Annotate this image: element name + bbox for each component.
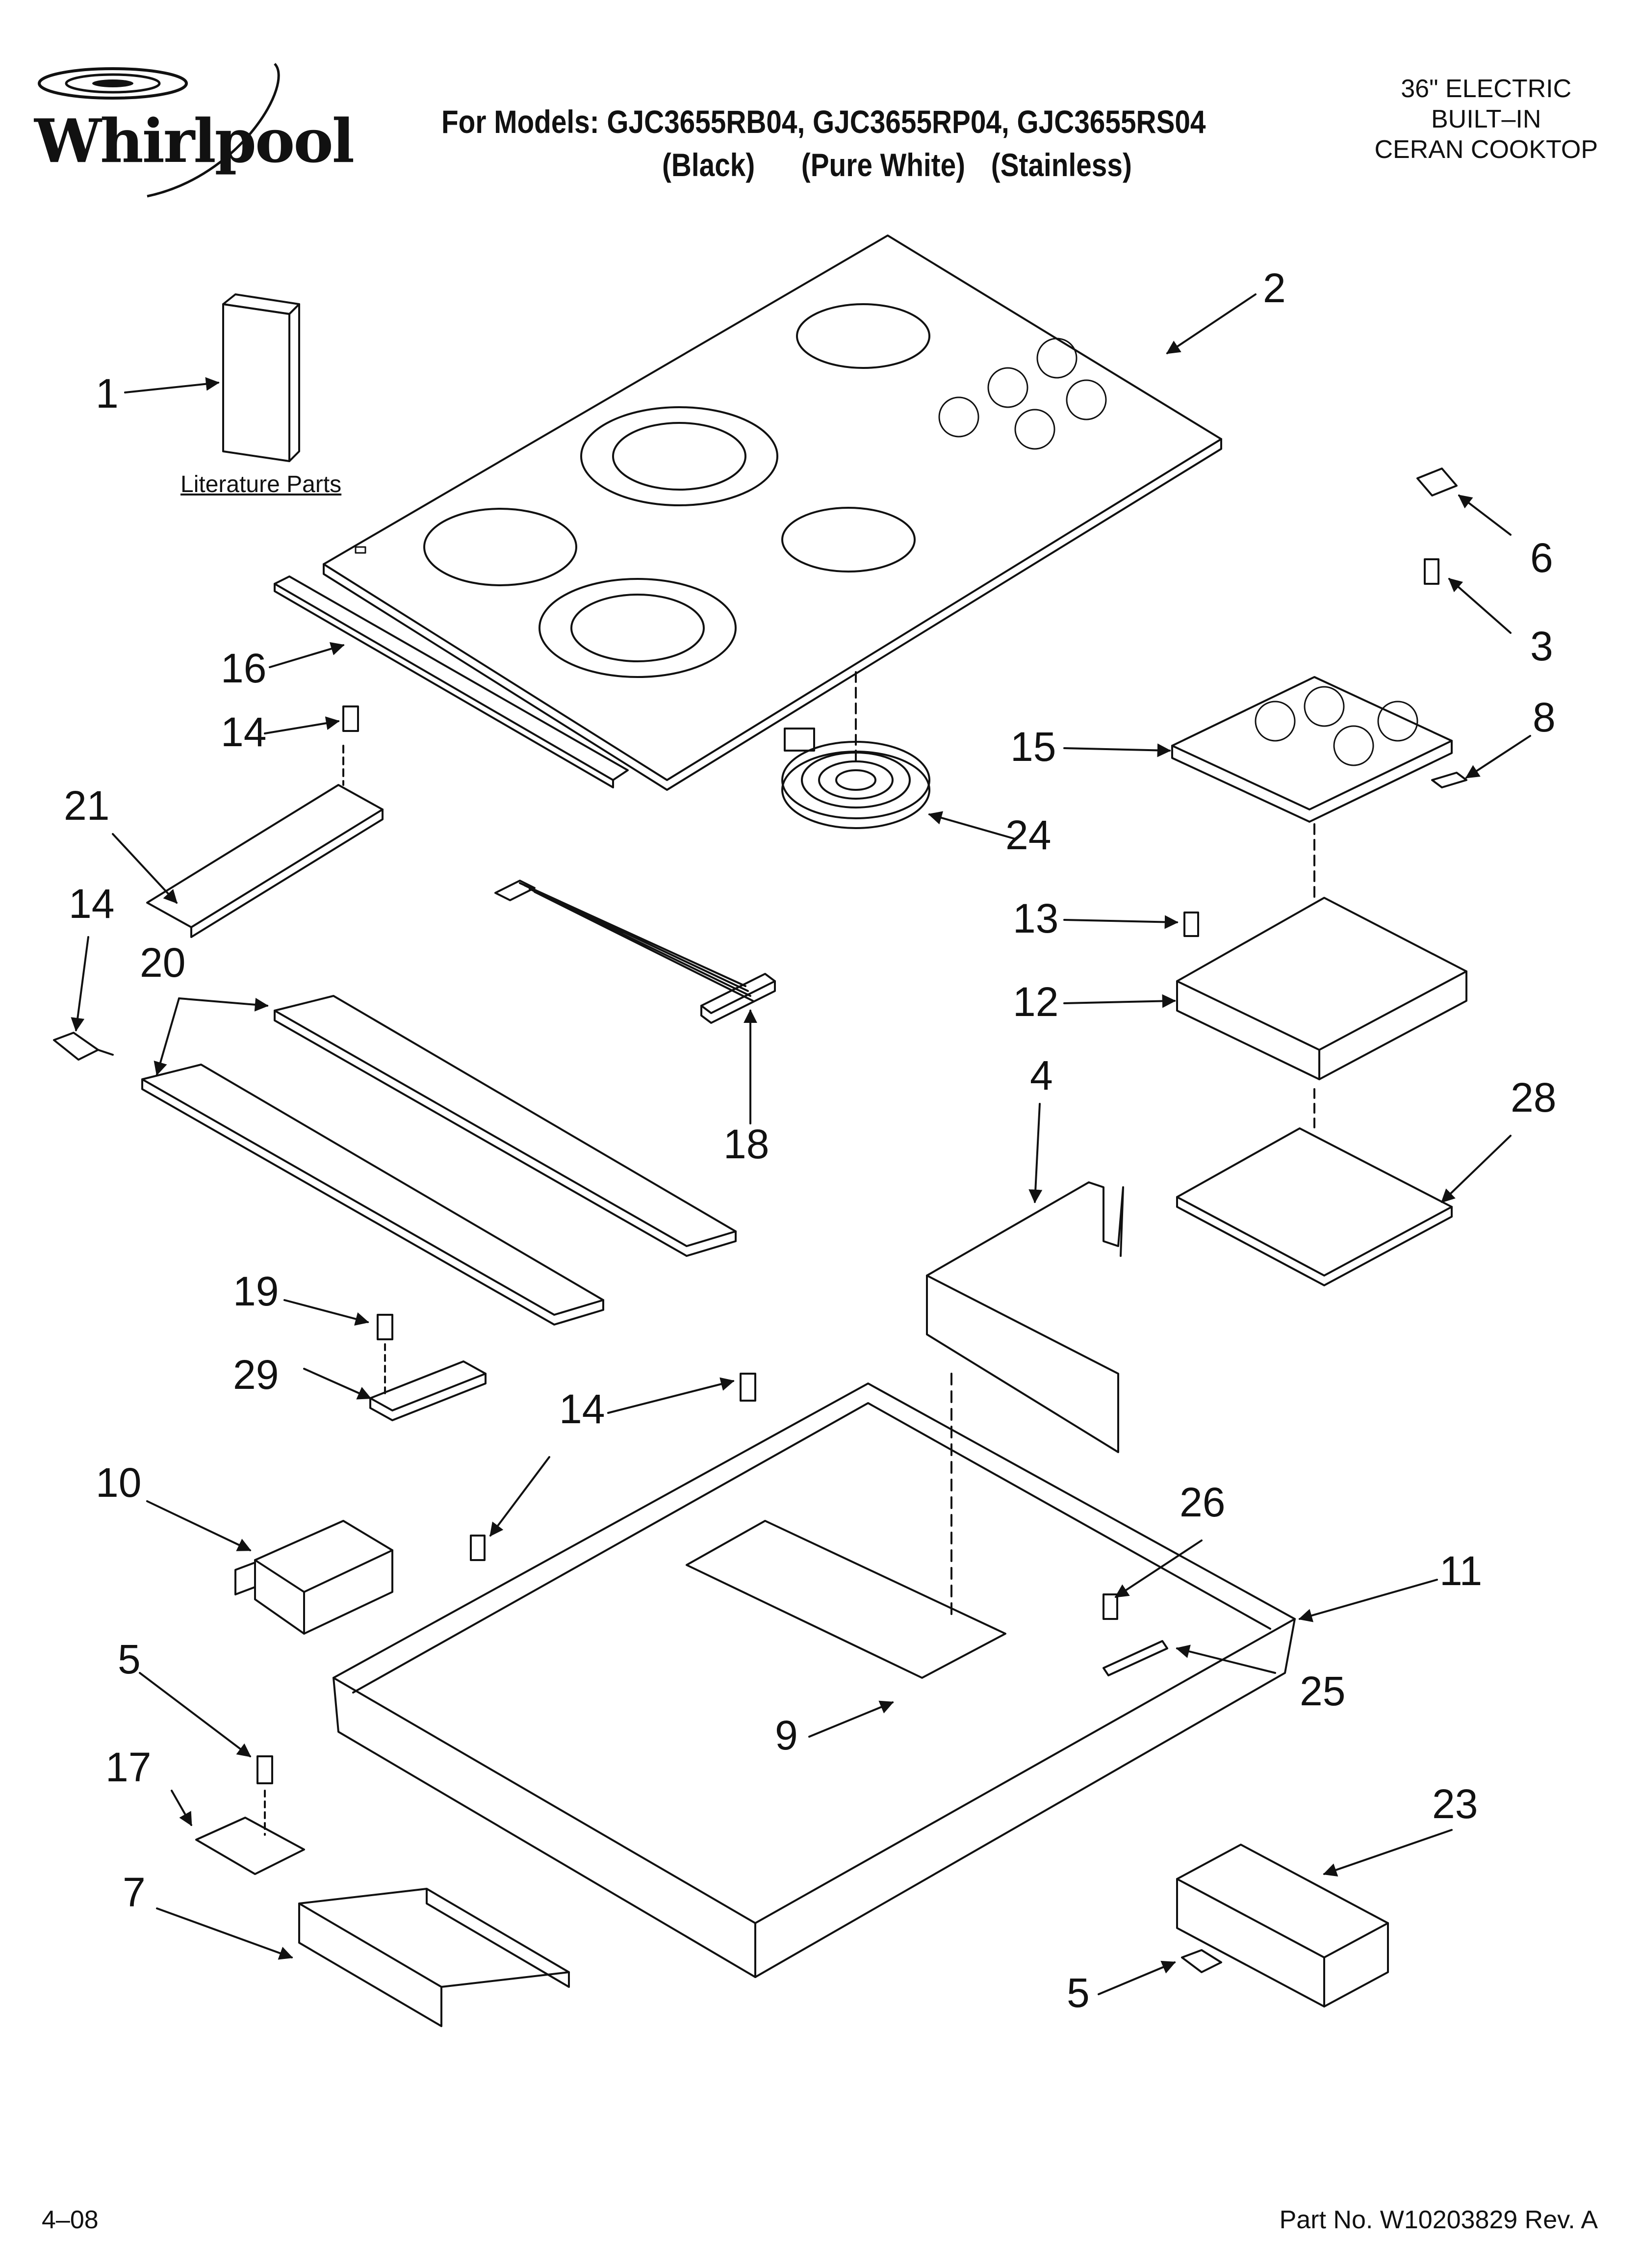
callout-16: 16 (221, 645, 267, 691)
callout-23: 23 (1432, 1781, 1478, 1827)
callout-19: 19 (233, 1268, 279, 1314)
part-small-screws (343, 469, 1466, 1972)
callout-26: 26 (1180, 1479, 1226, 1525)
callout-11: 11 (1439, 1548, 1483, 1594)
callout-15: 15 (1010, 724, 1056, 770)
brand-logo: Whirlpool (20, 54, 355, 206)
part-glass-cooktop (324, 235, 1221, 790)
variant-black: (Black) (662, 147, 755, 183)
part-12-housing (1177, 898, 1466, 1079)
callout-2: 2 (1263, 265, 1286, 311)
callout-10: 10 (96, 1460, 142, 1506)
revision-date: 4–08 (42, 2206, 99, 2234)
callout-20: 20 (140, 939, 186, 986)
callout-29: 29 (233, 1352, 279, 1398)
models-title: For Models: GJC3655RB04, GJC3655RP04, GJ… (441, 104, 1206, 140)
callout-17: 17 (105, 1744, 152, 1790)
part-17-plate (196, 1756, 304, 1874)
product-line-1: 36" ELECTRIC (1401, 75, 1572, 103)
callout-12: 12 (1013, 979, 1059, 1025)
variant-stainless: (Stainless) (991, 147, 1132, 183)
product-description: 36" ELECTRIC BUILT–IN CERAN COOKTOP (1374, 74, 1598, 165)
callout-3: 3 (1530, 623, 1553, 669)
callout-8: 8 (1533, 694, 1556, 740)
callout-28: 28 (1511, 1074, 1557, 1121)
callout-14c: 14 (559, 1386, 605, 1432)
part-front-trim (275, 576, 628, 787)
variant-pure-white: (Pure White) (801, 147, 966, 183)
part-11-chassis (334, 1374, 1295, 1977)
part-23-box (1177, 1845, 1388, 2007)
callout-25: 25 (1300, 1668, 1346, 1714)
model-variants: (Black) (Pure White) (Stainless) (662, 146, 1132, 183)
callout-5a: 5 (118, 1636, 141, 1682)
part-literature-booklet (223, 294, 299, 461)
brand-wordmark: Whirlpool (34, 105, 355, 176)
callout-6: 6 (1530, 535, 1553, 581)
part-rails-20 (142, 996, 736, 1325)
callout-14a: 14 (221, 709, 267, 755)
callout-4: 4 (1030, 1052, 1053, 1098)
part-28-tray (1177, 1089, 1452, 1285)
product-line-2: BUILT–IN (1431, 105, 1541, 133)
callout-9: 9 (775, 1712, 798, 1758)
callout-24: 24 (1005, 812, 1052, 858)
callout-5b: 5 (1067, 1970, 1090, 2016)
part-screw-left (54, 1033, 113, 1060)
callout-13: 13 (1013, 895, 1059, 941)
part-10-module (235, 1521, 392, 1634)
part-bracket-21 (147, 746, 383, 937)
part-radiant-element (782, 672, 929, 828)
product-line-3: CERAN COOKTOP (1374, 135, 1598, 164)
logo-swirl-icon (38, 63, 280, 198)
callout-18: 18 (723, 1121, 770, 1167)
callout-21: 21 (64, 782, 110, 829)
callout-1: 1 (96, 370, 119, 417)
literature-parts-label: Literature Parts (180, 471, 342, 497)
part-7-bracket (299, 1889, 569, 2026)
part-wire-harness (495, 881, 775, 1023)
part-number: Part No. W10203829 Rev. A (1279, 2206, 1598, 2234)
part-29-bracket (370, 1315, 486, 1420)
callout-7: 7 (123, 1869, 146, 1915)
callout-leaders (71, 294, 1530, 1994)
part-15-control-board (1172, 677, 1452, 898)
callout-14b: 14 (69, 881, 115, 927)
part-4-shield (927, 1182, 1123, 1452)
